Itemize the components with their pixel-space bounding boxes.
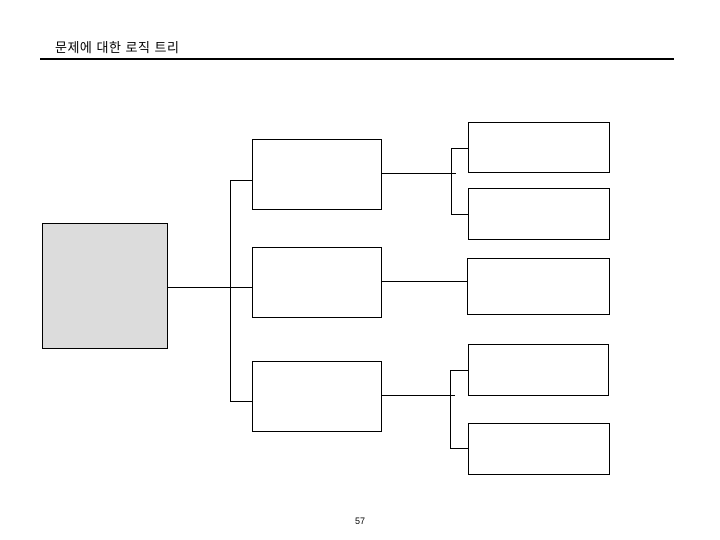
connector-root-horizontal [168,287,252,288]
title-underline-rule [40,58,674,60]
tree-leaf-1-node [468,122,610,173]
tree-leaf-4-node [468,344,609,396]
tree-branch-2-node [252,247,382,318]
bracket-top-vertical [451,148,452,215]
tree-branch-3-node [252,361,382,432]
connector-branch-3-stub [230,401,252,402]
slide-title: 문제에 대한 로직 트리 [55,40,180,55]
tree-leaf-2-node [468,188,610,240]
connector-branch-3-horizontal [382,395,455,396]
bracket-bottom-vertical [450,370,451,449]
bracket-top-lower-stub [451,214,468,215]
connector-branch-2-horizontal [382,281,467,282]
connector-branch-1-stub [230,180,252,181]
tree-leaf-3-node [467,258,610,315]
connector-branch-1-horizontal [382,173,456,174]
bracket-bottom-lower-stub [450,448,468,449]
connector-trunk-vertical [230,180,231,402]
page-number: 57 [354,516,365,526]
tree-branch-1-node [252,139,382,210]
tree-root-node [42,223,168,349]
bracket-bottom-upper-stub [450,370,468,371]
bracket-top-upper-stub [451,148,468,149]
tree-leaf-5-node [468,423,610,475]
